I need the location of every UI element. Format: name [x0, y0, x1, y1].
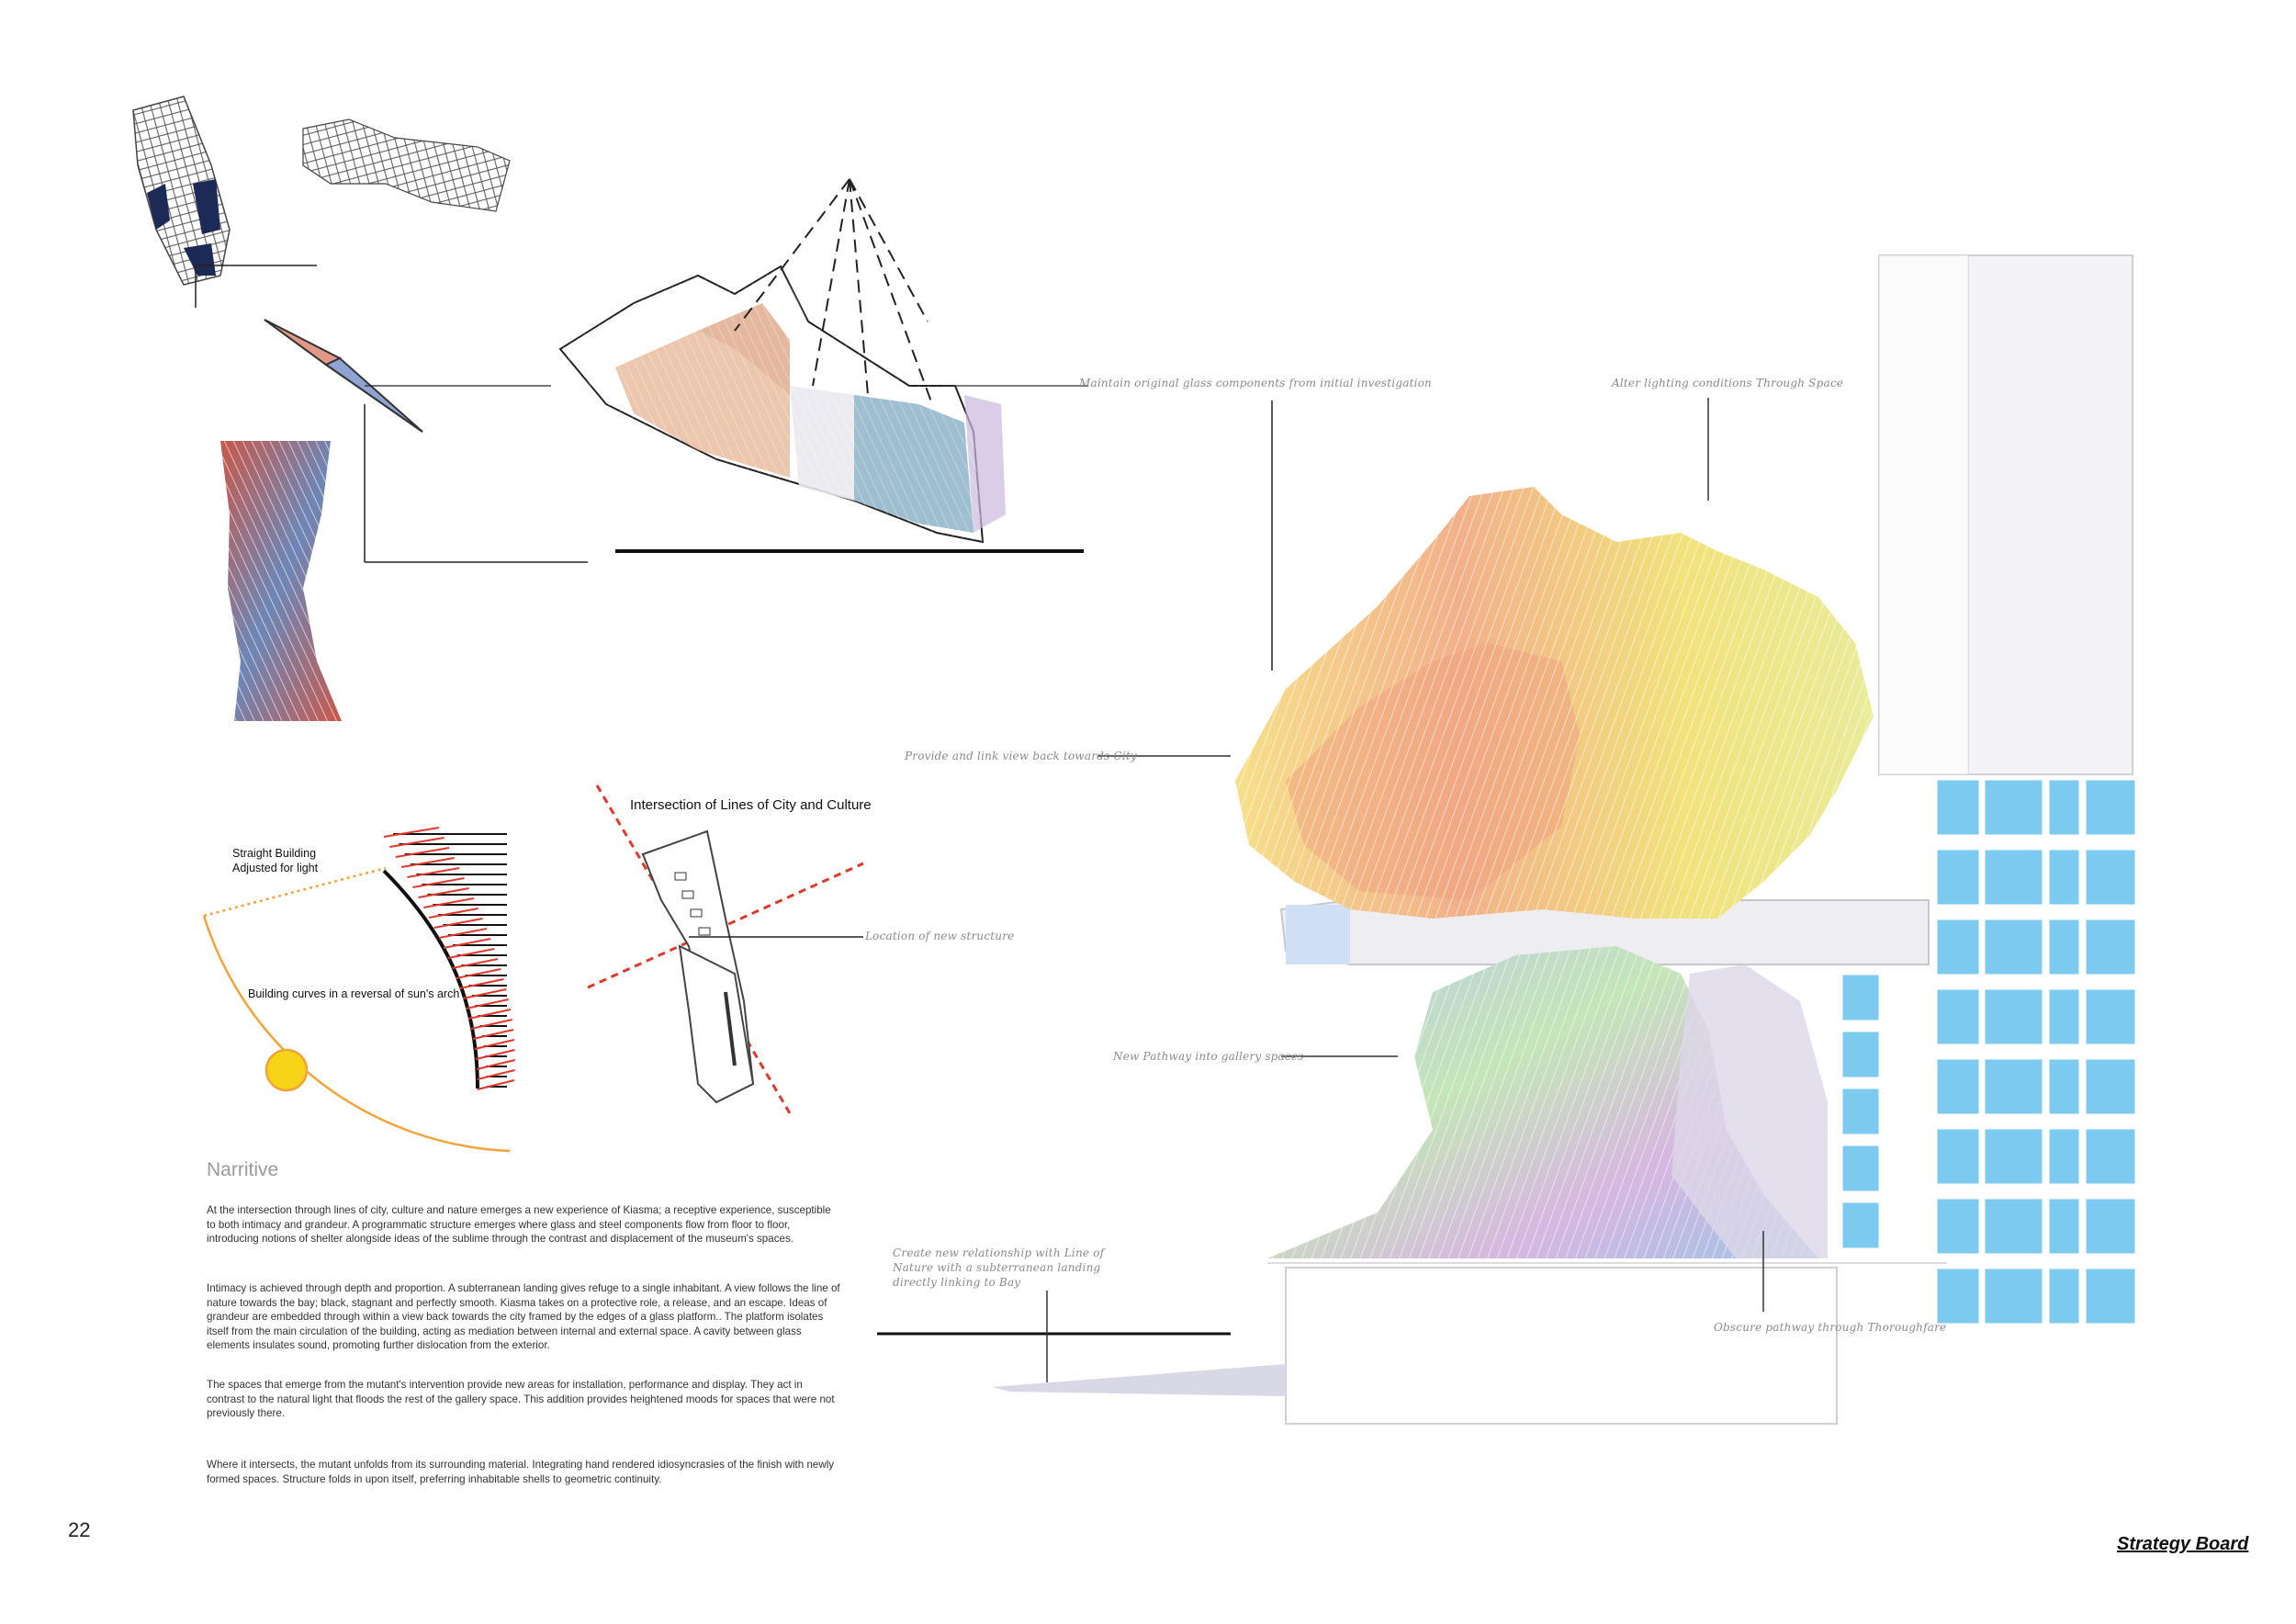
- light-ray: [470, 1019, 512, 1030]
- glass-pane: [1840, 1029, 1882, 1080]
- light-ray: [472, 1029, 514, 1040]
- light-ray: [443, 938, 491, 949]
- building-render: [992, 254, 2138, 1425]
- glass-pane: [1982, 777, 2045, 838]
- light-ray: [400, 857, 455, 868]
- glass-pane: [2083, 847, 2138, 908]
- glass-pane: [1840, 1143, 1882, 1194]
- light-ray: [476, 1059, 516, 1070]
- light-ray: [447, 948, 495, 959]
- mesh-study-a: [132, 96, 231, 286]
- light-ray: [395, 847, 450, 858]
- maintain-annotation: Maintain original glass components from …: [1079, 377, 1432, 389]
- narrative-paragraph-2: Intimacy is achieved through depth and p…: [207, 1281, 840, 1353]
- glass-pane: [1934, 917, 1982, 977]
- glass-pane: [2046, 1056, 2082, 1117]
- light-ray: [477, 1069, 515, 1080]
- sun-arch-diagram: [202, 866, 511, 1153]
- intersection-diagram: [587, 784, 864, 1114]
- light-ray: [456, 968, 501, 979]
- glass-pane: [2083, 777, 2138, 838]
- page-number: 22: [68, 1518, 91, 1541]
- narrative-text-2: Intimacy is achieved through depth and p…: [207, 1282, 840, 1352]
- glass-pane: [1982, 987, 2045, 1047]
- mesh-study-b: [302, 118, 511, 212]
- light-ray: [418, 887, 469, 898]
- glass-pane: [1840, 1200, 1882, 1251]
- glass-pane: [1982, 847, 2045, 908]
- narrative-text-4: Where it intersects, the mutant unfolds …: [207, 1459, 835, 1485]
- glass-pane: [2083, 1266, 2138, 1326]
- glass-pane: [1934, 987, 1982, 1047]
- location-annotation: Location of new structure: [865, 930, 1015, 942]
- glass-pane: [2083, 987, 2138, 1047]
- glass-pane: [1982, 1056, 2045, 1117]
- building-curve-label: Building curves in a reversal of sun's a…: [248, 987, 460, 1000]
- glass-pane: [2046, 1126, 2082, 1187]
- provide-annotation: Provide and link view back towards City: [905, 750, 1137, 762]
- light-ray: [452, 958, 499, 969]
- glass-pane: [1934, 1126, 1982, 1187]
- light-ray: [389, 837, 445, 848]
- light-ray: [423, 897, 474, 908]
- glass-pane: [1840, 972, 1882, 1023]
- glass-pane: [1934, 847, 1982, 908]
- glass-pane: [2083, 1056, 2138, 1117]
- glass-pane: [1840, 1086, 1882, 1137]
- glass-pane: [2046, 987, 2082, 1047]
- glass-pane: [1982, 917, 2045, 977]
- glass-pane: [2046, 917, 2082, 977]
- narrative-text-1: At the intersection through lines of cit…: [207, 1204, 831, 1246]
- light-ray: [383, 827, 440, 838]
- glass-pane: [1982, 1266, 2045, 1326]
- light-ray: [475, 1049, 515, 1060]
- glass-pane: [2083, 1196, 2138, 1257]
- glass-pane: [1982, 1196, 2045, 1257]
- narrative-paragraph-1: At the intersection through lines of cit…: [207, 1203, 840, 1246]
- intersection-title: Intersection of Lines of City and Cultur…: [630, 797, 872, 813]
- create-annotation: Create new relationship with Line of Nat…: [893, 1246, 1105, 1289]
- glass-pane: [1934, 777, 1982, 838]
- perspective-section: [558, 265, 1006, 544]
- light-ray: [466, 998, 510, 1009]
- light-ray: [433, 918, 483, 929]
- straight-building-label: Straight Building Adjusted for light: [232, 847, 319, 874]
- glass-pane: [2046, 1196, 2082, 1257]
- glass-pane: [1934, 1196, 1982, 1257]
- narrative-text-3: The spaces that emerge from the mutant's…: [207, 1379, 835, 1420]
- narrative-paragraph-4: Where it intersects, the mutant unfolds …: [207, 1458, 840, 1486]
- narrative-heading: Narritive: [207, 1159, 279, 1180]
- twisted-column: [220, 441, 342, 721]
- light-ray: [474, 1039, 515, 1050]
- light-ray: [477, 1079, 515, 1090]
- glass-pane: [1934, 1266, 1982, 1326]
- obscure-annotation: Obscure pathway through Thoroughfare: [1714, 1321, 1947, 1334]
- glass-pane: [2046, 847, 2082, 908]
- light-ray: [428, 908, 478, 919]
- board-title: Strategy Board: [2117, 1534, 2249, 1554]
- light-ray: [407, 867, 460, 878]
- narrative-paragraph-3: The spaces that emerge from the mutant's…: [207, 1378, 840, 1421]
- light-ray: [468, 1009, 512, 1020]
- alter-annotation: Alter lighting conditions Through Space: [1612, 377, 1844, 389]
- glass-pane: [1982, 1126, 2045, 1187]
- light-ray: [462, 988, 507, 999]
- glass-pane: [2046, 777, 2082, 838]
- glass-panel-diagram: [264, 319, 423, 433]
- glass-pane: [2083, 917, 2138, 977]
- light-ray: [459, 978, 504, 989]
- glass-pane: [2083, 1126, 2138, 1187]
- pathway-annotation: New Pathway into gallery spaces: [1113, 1050, 1304, 1063]
- sun-diagram-ticks: [383, 827, 516, 1090]
- light-ray: [412, 877, 465, 888]
- light-ray: [438, 928, 488, 939]
- glass-pane: [1934, 1056, 1982, 1117]
- glass-pane: [2046, 1266, 2082, 1326]
